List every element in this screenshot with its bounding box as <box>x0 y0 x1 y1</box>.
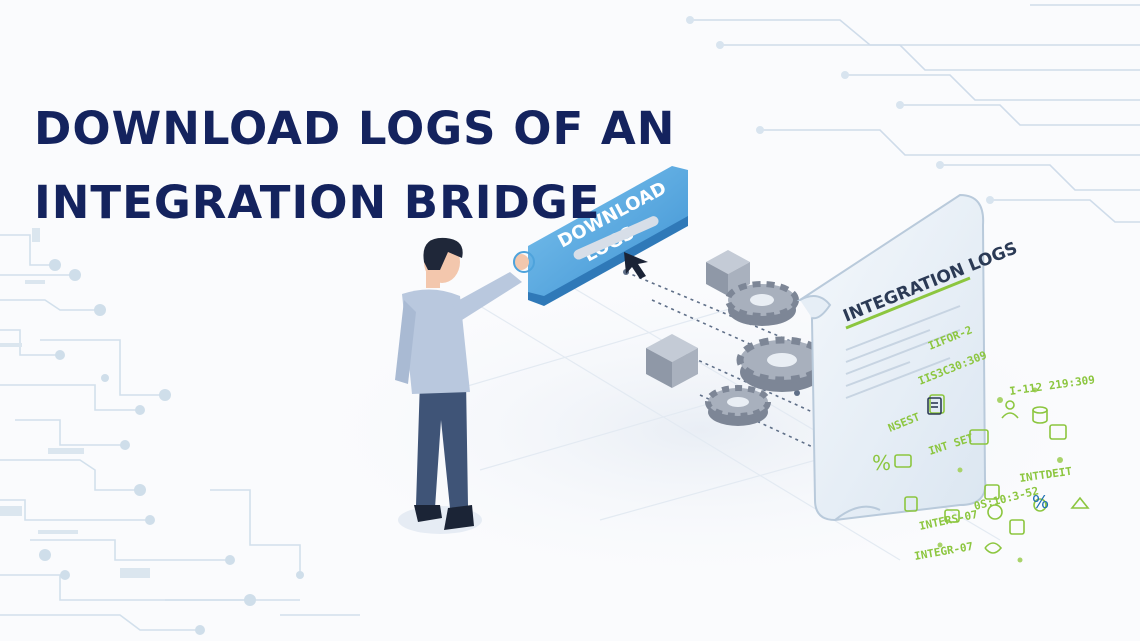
circuit-lines-top-right <box>690 4 1140 223</box>
data-stream-dots <box>937 387 1063 563</box>
page-title-line-1: DOWNLOAD LOGS OF AN <box>34 102 676 155</box>
cube-icon <box>706 250 750 296</box>
database-icon <box>1032 406 1048 424</box>
gear-icon <box>725 281 799 326</box>
person <box>395 237 529 534</box>
data-stream <box>894 394 1090 554</box>
log-document <box>796 193 987 522</box>
page-title-line-2: INTEGRATION BRIDGE <box>34 176 601 229</box>
percent-icon: % <box>1032 492 1049 513</box>
button-shadow <box>573 216 659 260</box>
press-ring <box>513 251 535 273</box>
person-icon <box>1001 400 1019 419</box>
gear-icon <box>736 336 828 392</box>
page-title: DOWNLOAD LOGS OF AN INTEGRATION BRIDGE <box>34 92 675 240</box>
circuit-pads-left <box>0 228 150 578</box>
circuit-nodes-top-right <box>686 16 994 204</box>
cube-icon <box>646 334 698 388</box>
gear-icon <box>705 385 771 426</box>
circuit-nodes-left <box>39 259 304 635</box>
cursor-arrow-icon <box>624 252 648 279</box>
percent-icon: % <box>872 451 891 475</box>
circuit-lines-left <box>0 234 360 631</box>
document-icon <box>927 397 942 415</box>
